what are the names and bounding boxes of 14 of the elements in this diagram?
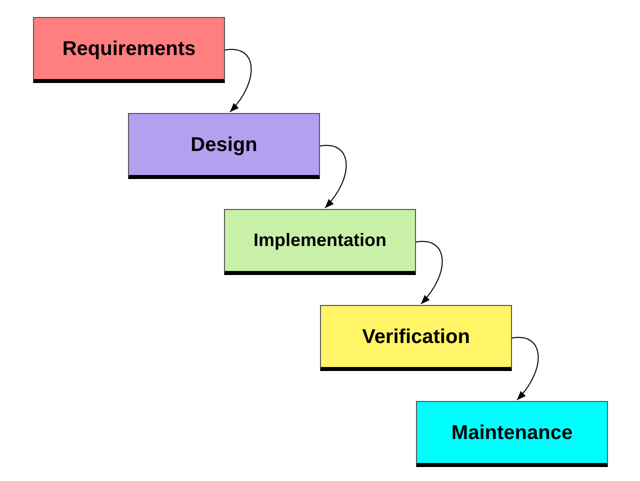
phase-box xyxy=(128,113,320,179)
phase-label: Implementation xyxy=(253,229,386,252)
phase-label: Verification xyxy=(362,324,470,350)
phase-box xyxy=(320,305,512,371)
curved-arrow xyxy=(224,48,252,112)
curved-arrow xyxy=(416,240,443,304)
phase-box xyxy=(224,209,416,275)
phase-box xyxy=(33,17,225,83)
curved-arrow xyxy=(320,144,347,208)
phase-label: Maintenance xyxy=(451,420,573,446)
phase-box xyxy=(416,401,608,467)
curved-arrow xyxy=(512,336,539,400)
phase-label: Requirements xyxy=(62,36,196,62)
phase-label: Design xyxy=(190,132,258,158)
